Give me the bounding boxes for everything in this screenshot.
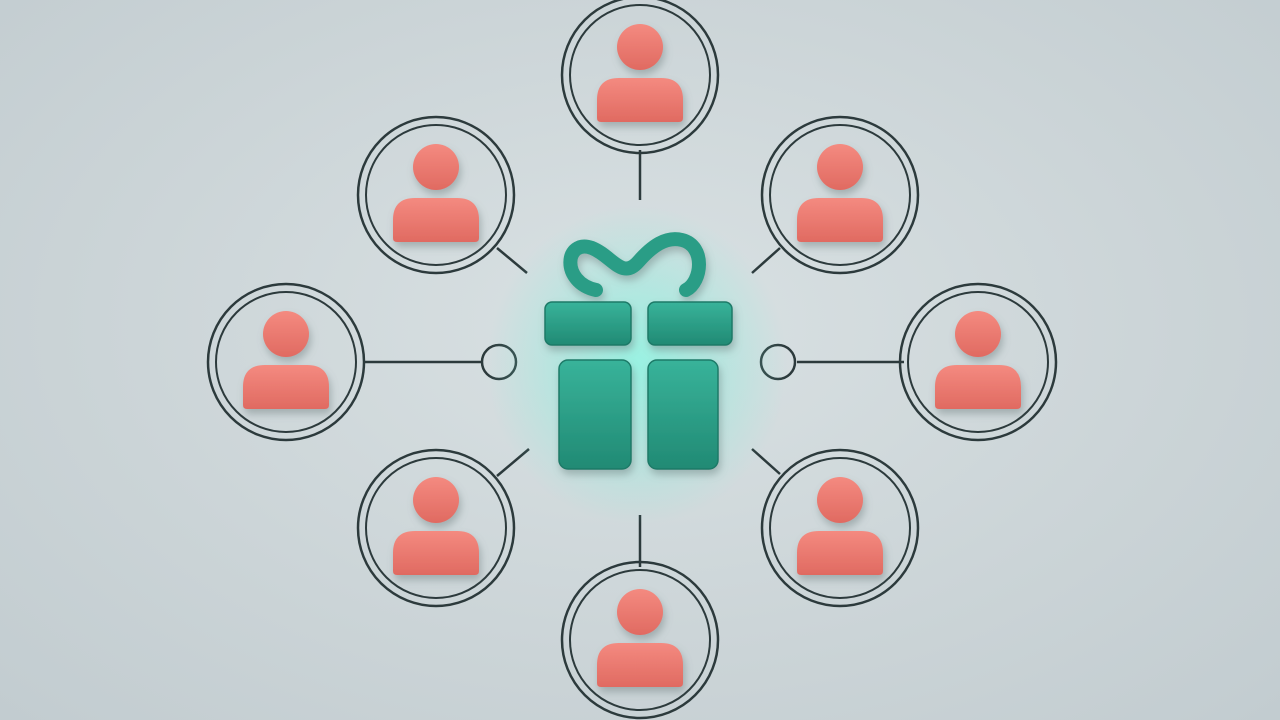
node-outer-ring <box>560 0 720 155</box>
node-outer-ring <box>898 282 1058 442</box>
avatar-head <box>817 144 863 190</box>
gift-ribbon-bow <box>563 232 706 297</box>
node-inner-ring <box>365 457 507 599</box>
user-node-top-left <box>356 115 516 275</box>
node-inner-ring <box>569 4 711 146</box>
avatar-body <box>935 365 1021 409</box>
node-outer-ring <box>760 115 920 275</box>
avatar-head <box>413 477 459 523</box>
user-node-left <box>206 282 366 442</box>
node-inner-ring <box>907 291 1049 433</box>
node-inner-ring <box>569 569 711 711</box>
gift-body-left <box>558 359 632 470</box>
user-node-top <box>560 0 720 155</box>
user-node-bottom-right <box>760 448 920 608</box>
node-inner-ring <box>215 291 357 433</box>
avatar-head <box>263 311 309 357</box>
user-node-bottom-left <box>356 448 516 608</box>
gift-lid-right <box>647 301 733 346</box>
avatar-body <box>393 531 479 575</box>
avatar-head <box>617 589 663 635</box>
user-avatar-icon <box>243 311 329 409</box>
user-avatar-icon <box>597 24 683 122</box>
node-outer-ring <box>206 282 366 442</box>
gift-body-right <box>647 359 719 470</box>
user-avatar-icon <box>393 144 479 242</box>
node-inner-ring <box>769 457 911 599</box>
user-avatar-icon <box>797 477 883 575</box>
avatar-body <box>243 365 329 409</box>
avatar-body <box>797 198 883 242</box>
user-node-top-right <box>760 115 920 275</box>
avatar-body <box>797 531 883 575</box>
avatar-body <box>597 78 683 122</box>
node-inner-ring <box>365 124 507 266</box>
gift-box-icon <box>544 232 733 470</box>
user-node-right <box>898 282 1058 442</box>
node-outer-ring <box>760 448 920 608</box>
avatar-nodes <box>206 0 1058 720</box>
user-avatar-icon <box>393 477 479 575</box>
avatar-body <box>597 643 683 687</box>
user-avatar-icon <box>597 589 683 687</box>
avatar-head <box>413 144 459 190</box>
avatar-head <box>617 24 663 70</box>
gift-lid-left <box>544 301 632 346</box>
node-outer-ring <box>356 115 516 275</box>
user-avatar-icon <box>797 144 883 242</box>
node-outer-ring <box>560 560 720 720</box>
avatar-body <box>393 198 479 242</box>
avatar-head <box>955 311 1001 357</box>
user-avatar-icon <box>935 311 1021 409</box>
node-outer-ring <box>356 448 516 608</box>
avatar-head <box>817 477 863 523</box>
user-node-bottom <box>560 560 720 720</box>
node-inner-ring <box>769 124 911 266</box>
